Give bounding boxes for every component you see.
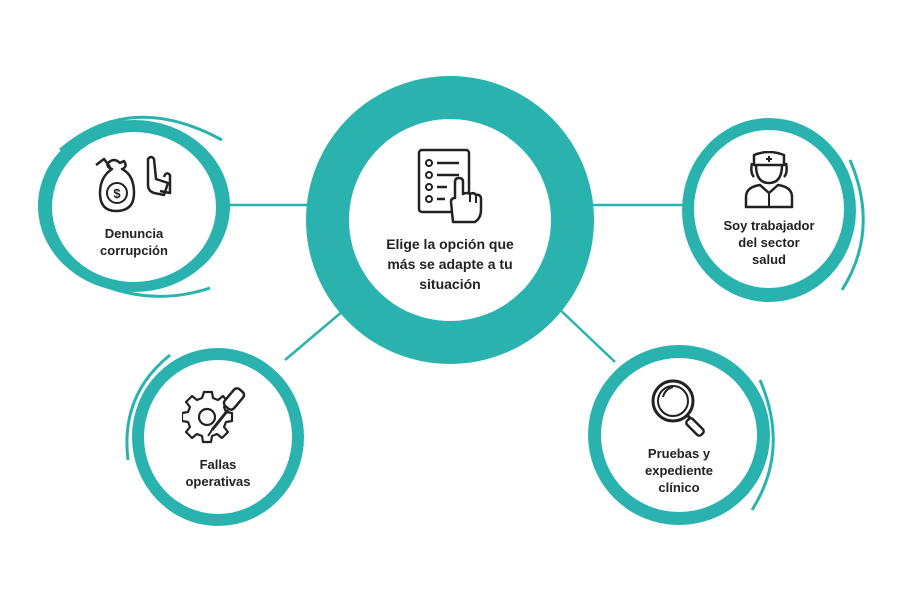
center-label: Elige la opción que más se adapte a tu s…: [386, 236, 514, 292]
checklist-touch-icon: [417, 148, 483, 224]
node-label-pruebas: Pruebas y expediente clínico: [645, 445, 713, 495]
node-fallas-operativas[interactable]: Fallas operativas: [132, 348, 304, 526]
node-trabajador-salud[interactable]: Soy trabajador del sector salud: [682, 118, 856, 302]
nurse-icon: [744, 150, 794, 208]
magnifier-icon: [651, 379, 705, 437]
node-pruebas-expediente[interactable]: Pruebas y expediente clínico: [588, 345, 770, 525]
connector-pruebas: [554, 304, 616, 363]
node-label-trabajador: Soy trabajador del sector salud: [723, 217, 815, 267]
gear-screwdriver-icon: [182, 387, 246, 444]
money-bag-refuse-icon: $: [95, 155, 172, 213]
center-node[interactable]: Elige la opción que más se adapte a tu s…: [306, 76, 594, 364]
node-label-denuncia: Denuncia corrupción: [100, 226, 168, 258]
svg-text:$: $: [113, 186, 121, 201]
node-denuncia-corrupcion[interactable]: $ Denuncia corrupción: [38, 120, 230, 292]
node-label-fallas: Fallas operativas: [185, 457, 251, 489]
connector-fallas: [284, 304, 351, 361]
